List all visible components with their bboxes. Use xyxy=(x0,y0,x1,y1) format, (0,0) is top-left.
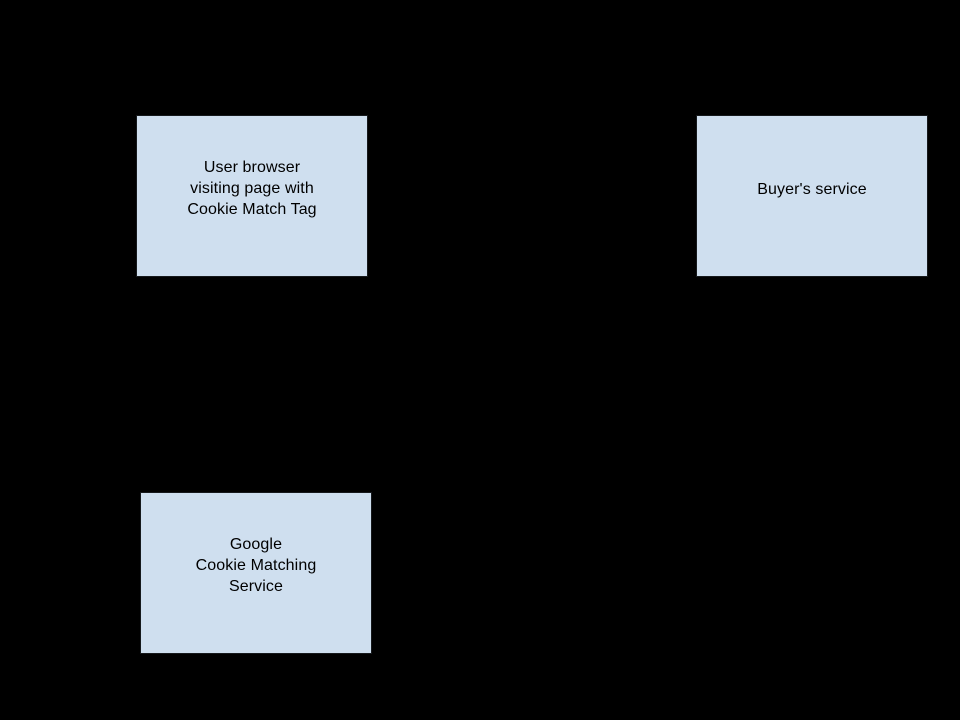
node-google-cookie-matching-service[interactable]: Google Cookie Matching Service xyxy=(140,492,372,654)
node-user-browser[interactable]: User browser visiting page with Cookie M… xyxy=(136,115,368,277)
node-buyers-service[interactable]: Buyer's service xyxy=(696,115,928,277)
node-user-browser-label: User browser visiting page with Cookie M… xyxy=(187,159,317,218)
node-buyers-service-label: Buyer's service xyxy=(757,181,867,198)
node-google-cookie-matching-service-label: Google Cookie Matching Service xyxy=(195,536,317,595)
